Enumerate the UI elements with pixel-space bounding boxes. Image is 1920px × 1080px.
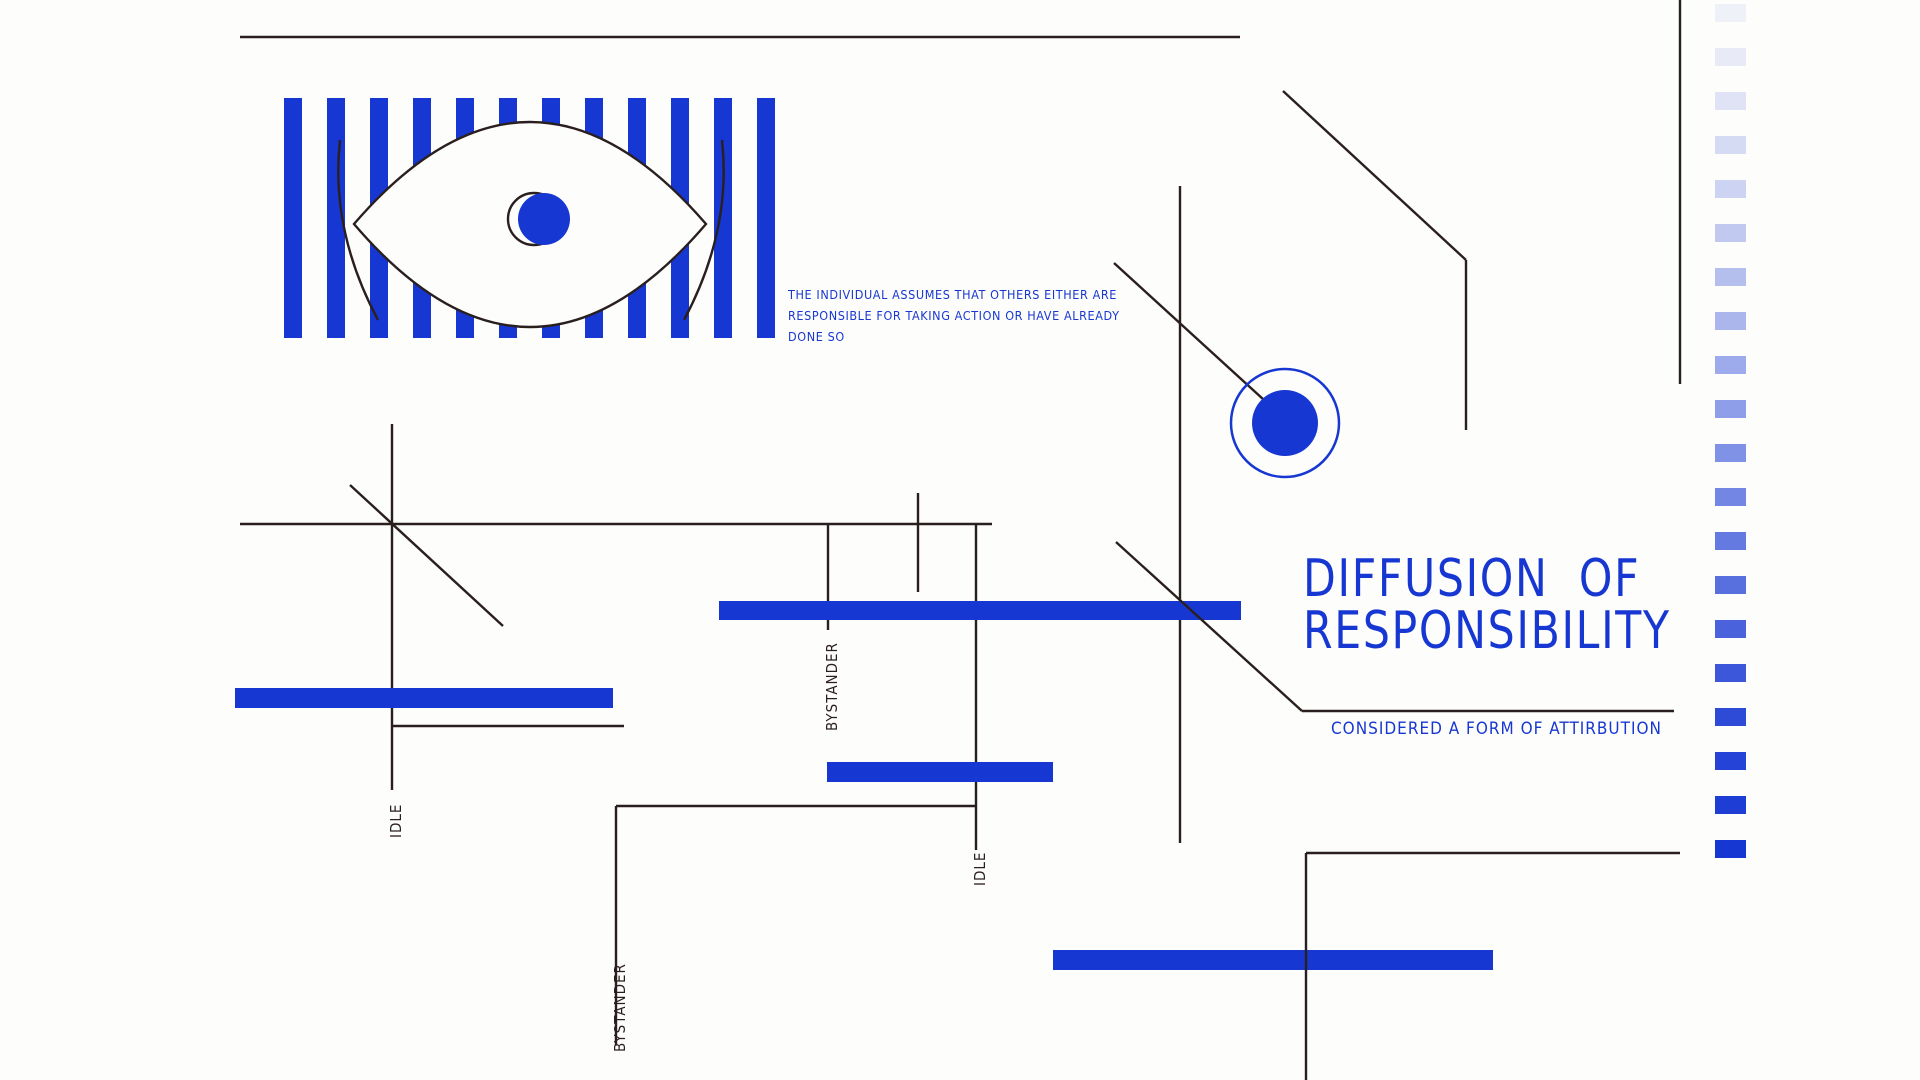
subtitle-text: CONSIDERED A FORM OF ATTIRBUTION xyxy=(1331,719,1662,739)
caption-text: THE INDIVIDUAL ASSUMES THAT OTHERS EITHE… xyxy=(788,287,1120,344)
gradient-square-column xyxy=(1715,4,1746,858)
bystander-label: BYSTANDER xyxy=(611,963,629,1052)
blue-bar xyxy=(235,688,613,708)
blue-bar xyxy=(827,762,1053,782)
idle-label: IDLE xyxy=(971,851,989,886)
blue-bar xyxy=(1053,950,1493,970)
blue-bar xyxy=(719,601,1241,620)
diagonal-line xyxy=(1115,541,1303,712)
target-circle-icon xyxy=(1229,367,1341,479)
diagonal-line xyxy=(1282,90,1467,261)
bystander-label: BYSTANDER xyxy=(823,642,841,731)
page-title: DIFFUSION OF RESPONSIBILITY xyxy=(1303,549,1671,661)
diagonal-line xyxy=(349,484,504,627)
eye-icon xyxy=(337,120,725,329)
idle-label: IDLE xyxy=(387,803,405,838)
